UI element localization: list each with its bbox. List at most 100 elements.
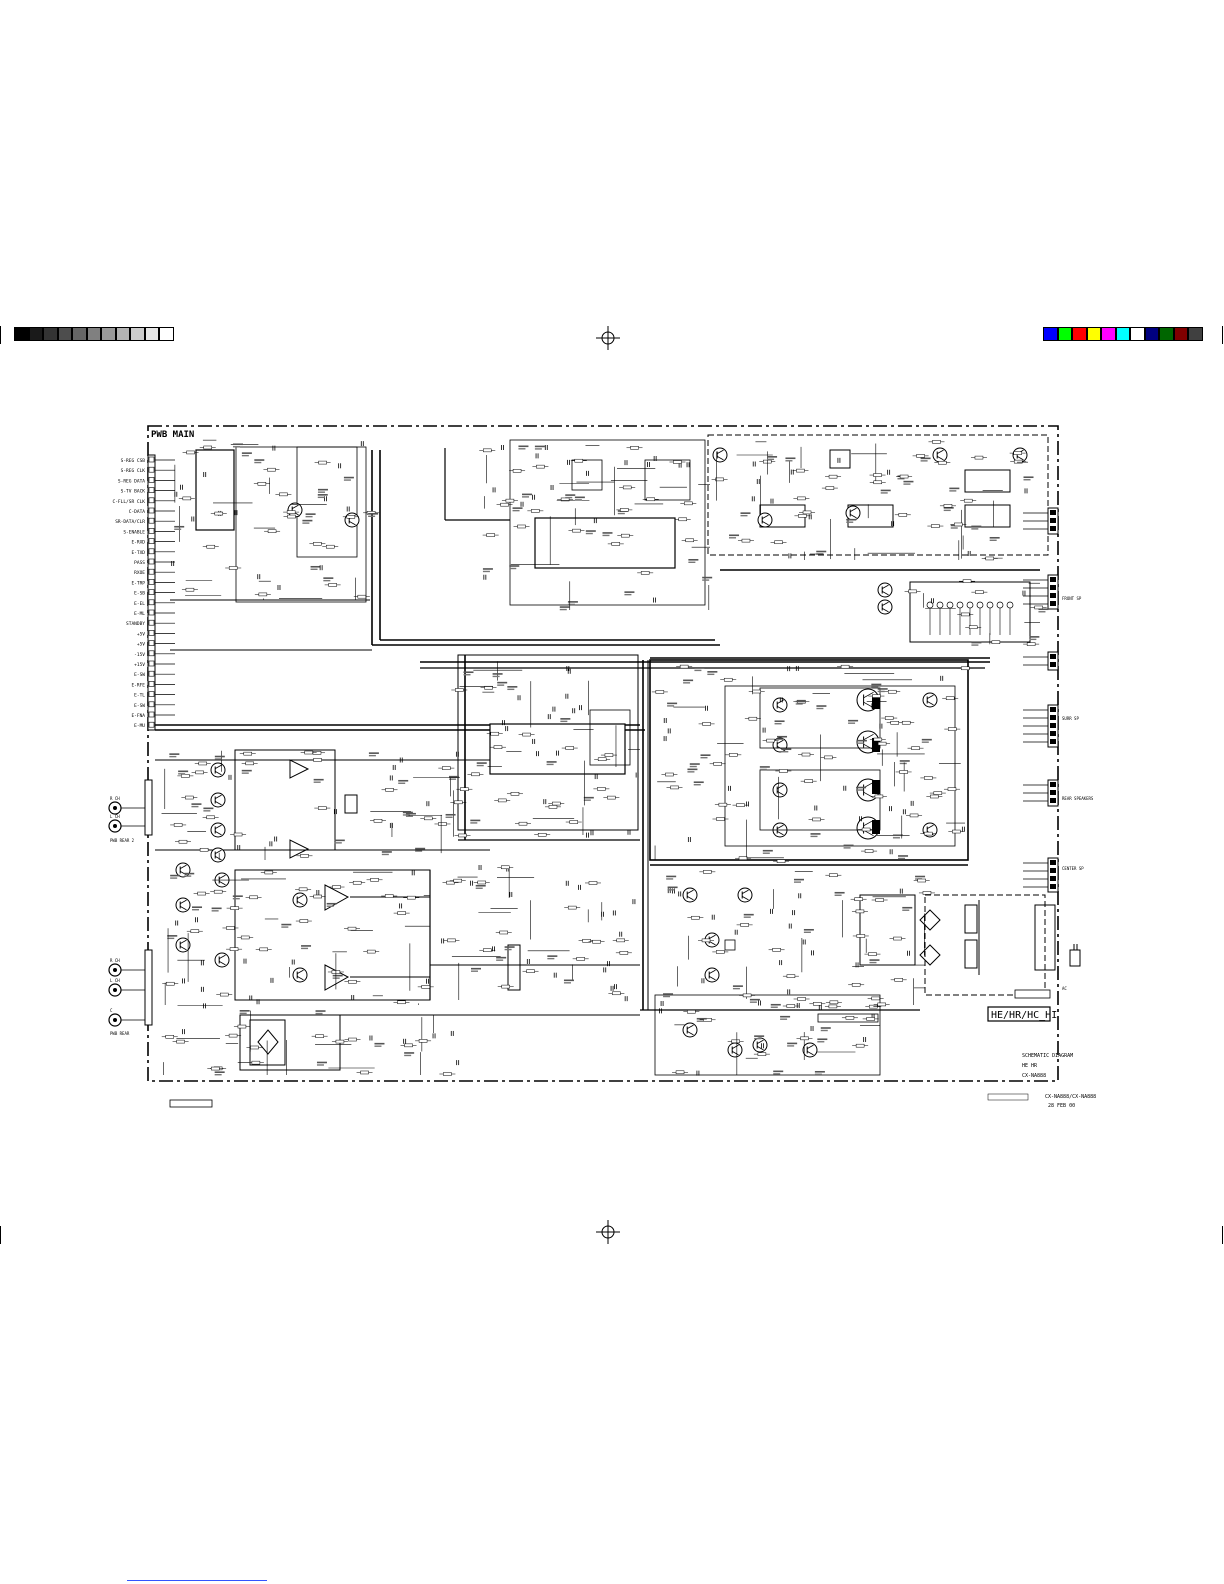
transistor-icon [210,847,226,863]
connector-label: +5V [137,642,145,648]
transistor-icon [210,822,226,838]
color-swatch [1101,327,1116,341]
connector-pin [148,456,155,463]
title-line-1: SCHEMATIC DIAGRAM [1022,1053,1073,1059]
connector-pin [148,579,155,585]
connector-label: E-RFE [131,682,145,688]
connector-pin [148,711,155,718]
connector-label: SR-DATA/CLR [115,519,145,525]
connector-pin [148,548,155,555]
power-amp-section [649,659,969,861]
connector-label: E-FNA [131,713,145,719]
connector-pin [148,589,155,595]
ac-plug-icon [1069,944,1081,967]
gray-swatch [43,327,58,341]
connector-pin [148,528,155,534]
color-calibration-bar [1043,327,1203,341]
connector-pin [148,701,155,708]
transistor-icon [772,782,788,798]
connector-label: RXOE [134,570,145,576]
model-label: HE/HR/HC_HI [991,1010,1057,1021]
speaker-label: CENTER SP [1062,866,1084,871]
board-label: PWB MAIN [151,430,194,440]
ic-block-selector [534,517,676,569]
crop-mark [1222,1226,1223,1244]
color-swatch [1072,327,1087,341]
left-connector-pins [148,456,175,728]
connector-label: E-TXD [131,550,145,556]
connector-icon [1047,651,1059,671]
gray-swatch [14,327,29,341]
color-swatch [1188,327,1203,341]
transistor-icon [175,937,191,953]
connector-pin [148,660,155,667]
title-line-3: CX-NA888 [1022,1073,1046,1079]
transistor-icon [737,887,753,903]
left-connector-labels: S-REG CSB S-REG CLK S-REG DATA S-TV BACK C-F… [112,458,145,729]
transistor-icon [922,692,938,708]
connector-label: E-TL [134,693,145,699]
connector-pin [148,630,155,636]
jack-label: R CH [110,796,120,801]
connector-label: S-REG CSB [121,458,146,464]
amp-section-top [707,434,1049,556]
crop-mark [0,1226,1,1244]
connector-pin [148,599,155,606]
footer-link-underline[interactable] [127,1580,267,1581]
gray-swatch [144,327,159,341]
connector-pin [148,568,155,575]
component-markings [161,439,1049,1076]
connector-label: S-REG CLK [121,468,146,474]
connector-label: +5V [137,631,145,637]
color-swatch [1086,327,1101,341]
connector-label: S-TV BACK [121,489,146,495]
connector-pin [148,721,155,728]
gray-swatch [159,327,174,341]
gray-swatch [130,327,145,341]
gray-swatch [28,327,43,341]
title-line-2: HE HR [1022,1063,1038,1069]
jack-label: PWB REAR 2 [110,838,135,843]
speaker-connectors [1023,507,1059,893]
gray-swatch [72,327,87,341]
transistor-icon [292,892,308,908]
connector-pin [148,609,155,616]
transistor-icon [175,897,191,913]
transistor-icon [292,967,308,983]
gray-swatch [115,327,130,341]
transistor-icon [845,505,861,521]
title-date: 28 FEB 00 [1048,1103,1075,1109]
dsp-section [457,654,639,831]
connector-pin [148,691,155,697]
connector-pin [148,681,155,687]
transistor-icon [757,512,773,528]
connector-icon [1047,857,1059,893]
gray-calibration-bar [14,327,174,341]
connector-label: S-ENABLE [123,529,145,535]
color-swatch [1043,327,1058,341]
jack-label: L CH [110,814,120,819]
connector-label: E-MU [134,723,145,729]
connector-label: E-SB [134,591,145,597]
color-swatch [1144,327,1159,341]
connector-label: C-FLL/SR CLK [112,499,145,505]
input-jacks [108,801,145,1027]
connector-pin [148,497,155,504]
crop-mark [1222,326,1223,344]
connector-pin [148,558,155,565]
color-swatch [1130,327,1145,341]
ic-block-dsp [489,723,626,775]
speaker-label: FRONT SP [1062,596,1082,601]
jack-label: PWB REAR [110,1031,130,1036]
crop-mark [0,326,1,344]
color-swatch [1173,327,1188,341]
connector-label: S-REG DATA [118,478,145,484]
connector-label: E-SW [134,672,145,678]
transistor-icon [752,1037,768,1053]
transistor-icon [877,599,893,615]
gray-swatch [86,327,101,341]
transistor-icon [704,967,720,983]
gray-swatch [57,327,72,341]
